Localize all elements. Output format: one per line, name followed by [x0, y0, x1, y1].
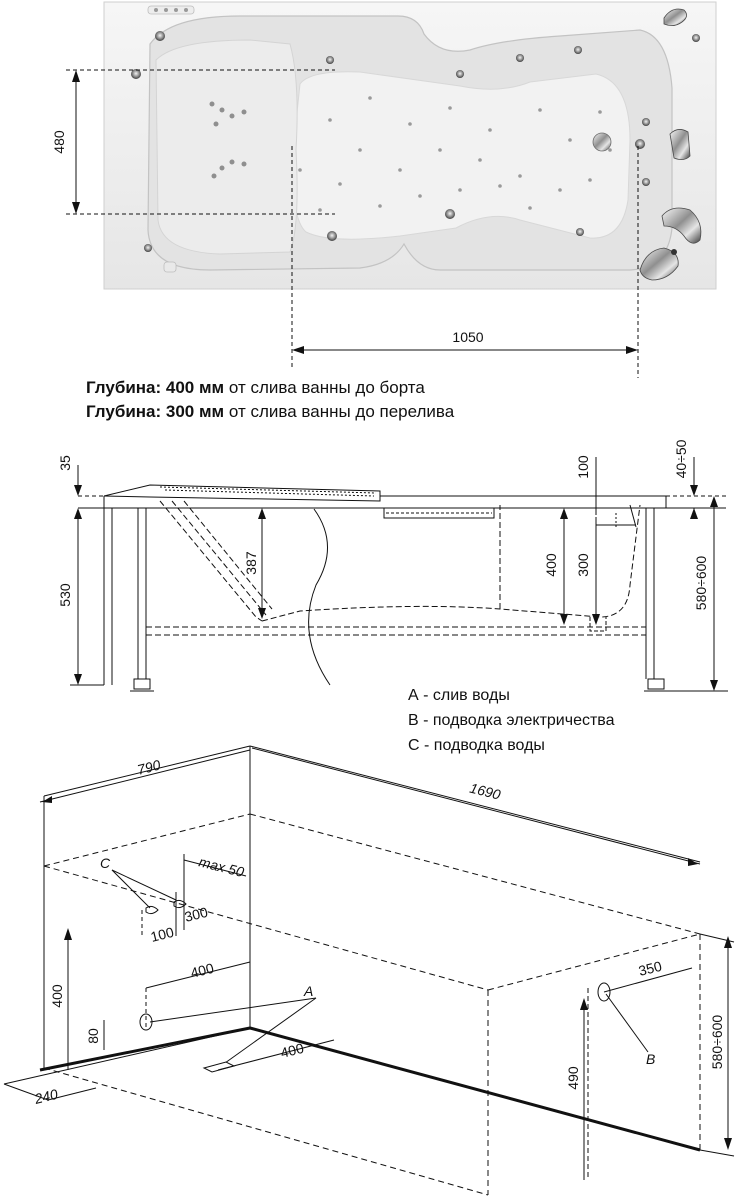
dim-a-400-top: 400 — [189, 960, 216, 981]
label-b: B — [646, 1051, 655, 1067]
dim-c-100: 100 — [149, 924, 176, 945]
label-a: A — [303, 983, 313, 999]
dim-depth-drain: 400 — [543, 553, 559, 577]
dim-overflow-top: 100 — [575, 455, 591, 479]
isometric-view: 790 1690 580÷600 max 50 300 100 400 400 … — [0, 740, 735, 1200]
depth-note-value: 400 мм — [165, 378, 225, 397]
isometric-drawing: 790 1690 580÷600 max 50 300 100 400 400 … — [3, 745, 735, 1196]
dim-overflow: 300 — [575, 553, 591, 577]
depth-notes: Глубина: 400 мм от слива ванны до борта … — [86, 376, 454, 424]
dim-plan-length: 1050 — [452, 329, 483, 345]
dim-depth-head: 387 — [243, 551, 259, 575]
dim-c-300: 300 — [183, 904, 210, 925]
drain-icon — [592, 132, 612, 152]
side-section-view: 35 530 387 400 300 100 40÷50 580÷600 — [0, 435, 735, 700]
depth-note-label: Глубина: — [86, 402, 162, 421]
dim-a-height: 400 — [49, 984, 65, 1008]
dimension-1050 — [291, 146, 639, 378]
dim-c-max: max 50 — [197, 853, 246, 880]
plan-view-drawing: 480 1050 — [51, 1, 717, 378]
dim-b-490: 490 — [565, 1066, 581, 1090]
depth-note-text: от слива ванны до перелива — [228, 402, 455, 421]
legend-item-water: С - подводка воды — [408, 737, 545, 754]
depth-note-label: Глубина: — [86, 378, 162, 397]
dim-iso-length: 1690 — [468, 780, 502, 803]
depth-note-rim: Глубина: 400 мм от слива ванны до борта — [86, 376, 454, 400]
label-c: C — [100, 855, 111, 871]
plan-view: 480 1050 — [0, 0, 735, 380]
overflow-button-icon — [163, 261, 177, 273]
legend-item-drain: А - слив воды — [408, 687, 510, 704]
dim-rim: 35 — [57, 455, 73, 471]
dim-plan-width: 480 — [51, 130, 67, 154]
legend: А - слив воды В - подводка электричества… — [408, 683, 615, 758]
dim-total-height: 530 — [57, 583, 73, 607]
dim-b-350: 350 — [637, 958, 664, 979]
dim-a-400-floor: 400 — [279, 1040, 306, 1061]
dim-iso-width: 790 — [136, 757, 163, 778]
depth-note-value: 300 мм — [165, 402, 225, 421]
control-panel-icon — [147, 5, 195, 15]
dim-240: 240 — [32, 1086, 60, 1107]
depth-note-overflow: Глубина: 300 мм от слива ванны до перели… — [86, 400, 454, 424]
depth-note-text: от слива ванны до борта — [228, 378, 425, 397]
dim-a-80: 80 — [85, 1028, 101, 1044]
dim-height-range: 580÷600 — [693, 556, 709, 611]
tub-floor — [291, 71, 631, 240]
dimension-480 — [66, 69, 335, 215]
legend-item-electric: В - подводка электричества — [408, 712, 615, 729]
dim-adjust: 40÷50 — [673, 439, 689, 478]
faucet-fittings-icon — [639, 8, 702, 281]
dim-iso-height-range: 580÷600 — [709, 1015, 725, 1070]
headrest — [155, 39, 298, 255]
floor-air-jets — [298, 96, 612, 212]
hydro-jets — [131, 31, 700, 252]
side-section-drawing: 35 530 387 400 300 100 40÷50 580÷600 — [57, 439, 728, 692]
